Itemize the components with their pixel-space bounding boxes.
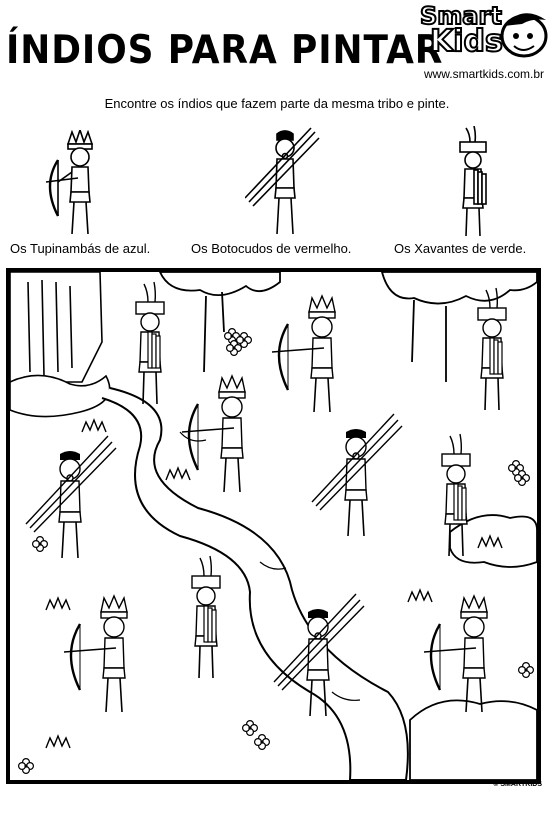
scene-drawing — [10, 272, 537, 780]
logo-mascot-icon — [500, 13, 548, 58]
legend-label-botocudo: Os Botocudos de vermelho. — [191, 241, 352, 256]
logo-word-smart: Smart — [419, 1, 503, 31]
instruction-text: Encontre os índios que fazem parte da me… — [104, 96, 450, 111]
page-title: ÍNDIOS PARA PINTAR — [6, 28, 444, 73]
legend-figure-botocudo — [245, 126, 325, 242]
legend-figure-tupinamba — [42, 130, 112, 242]
website-url: www.smartkids.com.br — [423, 67, 544, 81]
legend-figure-xavante — [448, 126, 498, 242]
legend-label-tupinamba: Os Tupinambás de azul. — [10, 241, 151, 256]
copyright-text: © SMARTKIDS — [493, 781, 542, 788]
logo-word-kids: Kids — [429, 23, 504, 60]
smartkids-logo: Smart Kids — [412, 1, 552, 62]
coloring-scene[interactable] — [6, 268, 541, 784]
legend-label-xavante: Os Xavantes de verde. — [394, 241, 527, 256]
